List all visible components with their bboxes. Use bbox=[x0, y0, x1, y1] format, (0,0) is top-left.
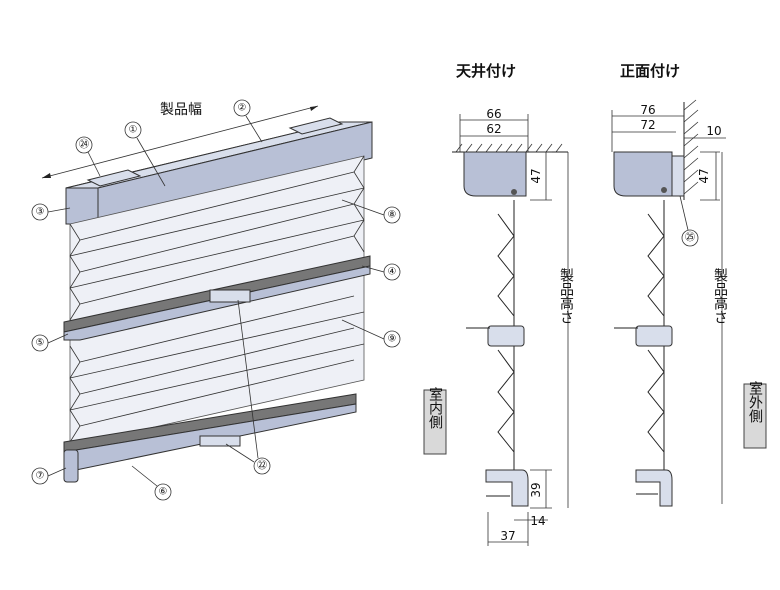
ceiling-middle-rail bbox=[487, 325, 525, 347]
svg-text:②: ② bbox=[238, 103, 247, 114]
svg-text:㉒: ㉒ bbox=[257, 460, 267, 472]
callout-5: ⑤ bbox=[31, 333, 69, 352]
callout-2: ② bbox=[233, 99, 263, 143]
part-callouts: ① ② ③ ④ ⑤ ⑥ ⑦ ⑧ ⑨ ㉒ ㉔ bbox=[31, 99, 401, 501]
outdoor-side-tag: 室外側 bbox=[743, 380, 767, 449]
svg-text:㉔: ㉔ bbox=[79, 139, 89, 151]
svg-text:⑥: ⑥ bbox=[159, 487, 168, 498]
svg-text:③: ③ bbox=[36, 207, 45, 218]
product-width-label: 製品幅 bbox=[160, 102, 202, 118]
callout-6: ⑥ bbox=[131, 465, 172, 501]
pleated-fabric bbox=[69, 155, 365, 447]
callout-1: ① bbox=[124, 121, 166, 187]
svg-text:⑤: ⑤ bbox=[36, 338, 45, 349]
ceiling-mount-view: 天井付け 66 62 47 製品高さ bbox=[452, 62, 574, 546]
svg-text:62: 62 bbox=[486, 122, 501, 136]
svg-text:㉕: ㉕ bbox=[685, 232, 695, 244]
callout-8: ⑧ bbox=[341, 199, 401, 224]
callout-22: ㉒ bbox=[225, 299, 271, 475]
ceiling-mount-title: 天井付け bbox=[456, 62, 516, 80]
front-product-height: 製品高さ bbox=[712, 268, 728, 324]
svg-text:37: 37 bbox=[500, 529, 515, 543]
svg-text:47: 47 bbox=[529, 168, 543, 183]
svg-text:室内側: 室内側 bbox=[427, 386, 443, 429]
svg-text:④: ④ bbox=[388, 267, 397, 278]
svg-text:14: 14 bbox=[530, 514, 545, 528]
callout-7: ⑦ bbox=[31, 467, 67, 485]
svg-text:⑨: ⑨ bbox=[388, 334, 397, 345]
svg-text:①: ① bbox=[129, 125, 138, 136]
ceiling-product-height: 製品高さ bbox=[558, 268, 574, 324]
callout-9: ⑨ bbox=[341, 319, 401, 348]
svg-text:10: 10 bbox=[706, 124, 721, 138]
callout-4: ④ bbox=[361, 263, 401, 281]
front-bottom-rail bbox=[635, 469, 673, 507]
callout-3: ③ bbox=[31, 203, 71, 221]
svg-text:⑦: ⑦ bbox=[36, 471, 45, 482]
front-head-box bbox=[613, 151, 673, 197]
svg-text:72: 72 bbox=[640, 118, 655, 132]
front-mount-view: 正面付け 76 72 10 47 ㉕ bbox=[611, 62, 728, 507]
ceiling-head-box bbox=[463, 151, 527, 197]
svg-text:室外側: 室外側 bbox=[747, 380, 763, 423]
ceiling-bottom-rail bbox=[485, 469, 529, 507]
front-mount-title: 正面付け bbox=[620, 62, 680, 80]
svg-text:⑧: ⑧ bbox=[388, 210, 397, 221]
perspective-view: 製品幅 bbox=[41, 102, 373, 483]
front-middle-rail bbox=[635, 325, 673, 347]
svg-text:39: 39 bbox=[529, 482, 543, 497]
svg-text:66: 66 bbox=[486, 107, 501, 121]
svg-text:47: 47 bbox=[697, 168, 711, 183]
svg-text:76: 76 bbox=[640, 103, 655, 117]
indoor-side-tag: 室内側 bbox=[423, 386, 447, 455]
callout-24: ㉔ bbox=[75, 136, 101, 177]
